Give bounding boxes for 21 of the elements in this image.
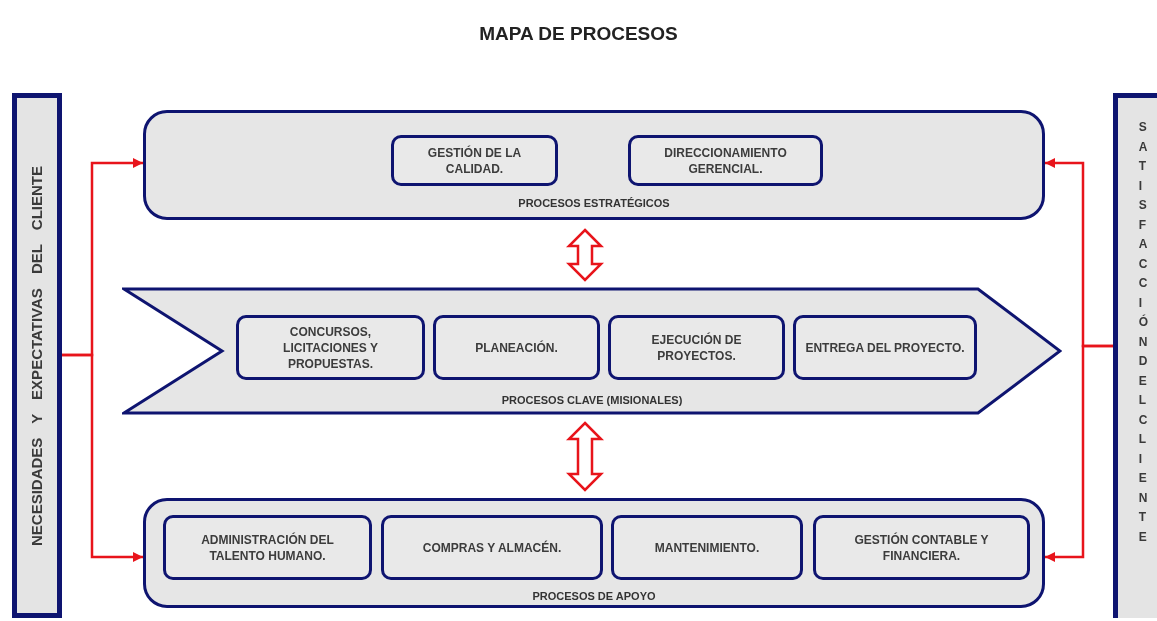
arrow xyxy=(62,353,143,562)
process-box: PLANEACIÓN. xyxy=(433,315,600,380)
process-label: PROCESOS DE APOYO xyxy=(532,591,656,602)
process-box: MANTENIMIENTO. xyxy=(611,515,803,580)
process-box: GESTIÓN DE LA CALIDAD. xyxy=(391,135,558,186)
side-bar xyxy=(12,93,62,618)
process-box: ADMINISTRACIÓN DEL TALENTO HUMANO. xyxy=(163,515,372,580)
process-box: DIRECCIONAMIENTO GERENCIAL. xyxy=(628,135,823,186)
process-box: COMPRAS Y ALMACÉN. xyxy=(381,515,603,580)
vertical-label: NECESIDADES Y EXPECTATIVAS DEL CLIENTE xyxy=(26,165,46,546)
diagram-title: MAPA DE PROCESOS xyxy=(479,22,678,46)
double-arrow xyxy=(566,421,604,492)
process-box: GESTIÓN CONTABLE Y FINANCIERA. xyxy=(813,515,1030,580)
arrow xyxy=(1045,344,1113,562)
process-box: CONCURSOS, LICITACIONES Y PROPUESTAS. xyxy=(236,315,425,380)
double-arrow xyxy=(566,228,604,282)
process-label: PROCESOS CLAVE (MISIONALES) xyxy=(501,395,683,406)
process-label: PROCESOS ESTRATÉGICOS xyxy=(518,198,670,209)
process-box: EJECUCIÓN DE PROYECTOS. xyxy=(608,315,785,380)
process-box: ENTREGA DEL PROYECTO. xyxy=(793,315,977,380)
side-bar xyxy=(1113,93,1157,618)
